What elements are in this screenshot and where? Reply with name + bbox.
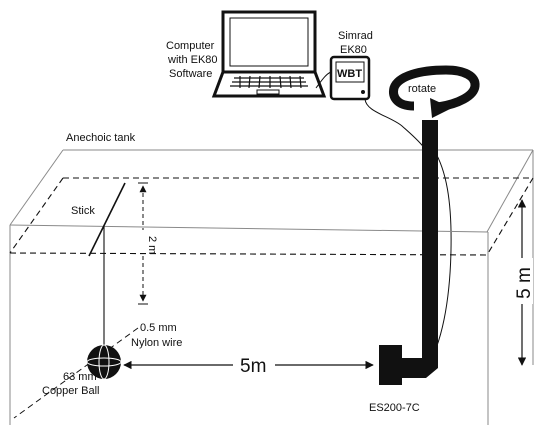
tank-depth-label: 5 m — [514, 267, 535, 299]
echosounder-label-line-2: EK80 — [340, 44, 367, 56]
range-label-bg — [233, 353, 275, 375]
ball-label-line-2: Copper Ball — [42, 385, 99, 397]
ball-baseline — [13, 327, 139, 419]
echosounder-label-line-1: Simrad — [338, 30, 373, 42]
computer-label-line-3: Software — [169, 68, 212, 80]
laptop-cable — [315, 71, 332, 89]
water-surface — [9, 177, 534, 256]
laptop-icon — [211, 10, 327, 98]
wbt-label: WBT — [337, 68, 362, 80]
computer-label-line-1: Computer — [166, 40, 215, 52]
depth-dimension — [138, 182, 148, 305]
rotate-label: rotate — [408, 83, 436, 95]
tank-label: Anechoic tank — [66, 132, 136, 144]
copper-ball-icon — [86, 344, 122, 380]
ball-label-line-1: 63 mm — [63, 371, 97, 383]
rotation-pole — [400, 120, 438, 378]
wire-label-line-2: Nylon wire — [131, 337, 182, 349]
tank-depth-label-bg — [511, 258, 533, 304]
range-label: 5m — [240, 356, 266, 377]
transducer-label: ES200-7C — [369, 402, 420, 414]
anechoic-tank — [9, 149, 534, 425]
transducer-icon — [379, 345, 402, 385]
stick-label: Stick — [71, 205, 95, 217]
stick — [88, 182, 126, 257]
wire-label-line-1: 0.5 mm — [140, 322, 177, 334]
depth-label: 2 m — [146, 236, 158, 254]
wbt-unit — [329, 55, 371, 101]
computer-label-line-2: with EK80 — [167, 54, 218, 66]
rotate-arrow-icon — [389, 65, 480, 118]
